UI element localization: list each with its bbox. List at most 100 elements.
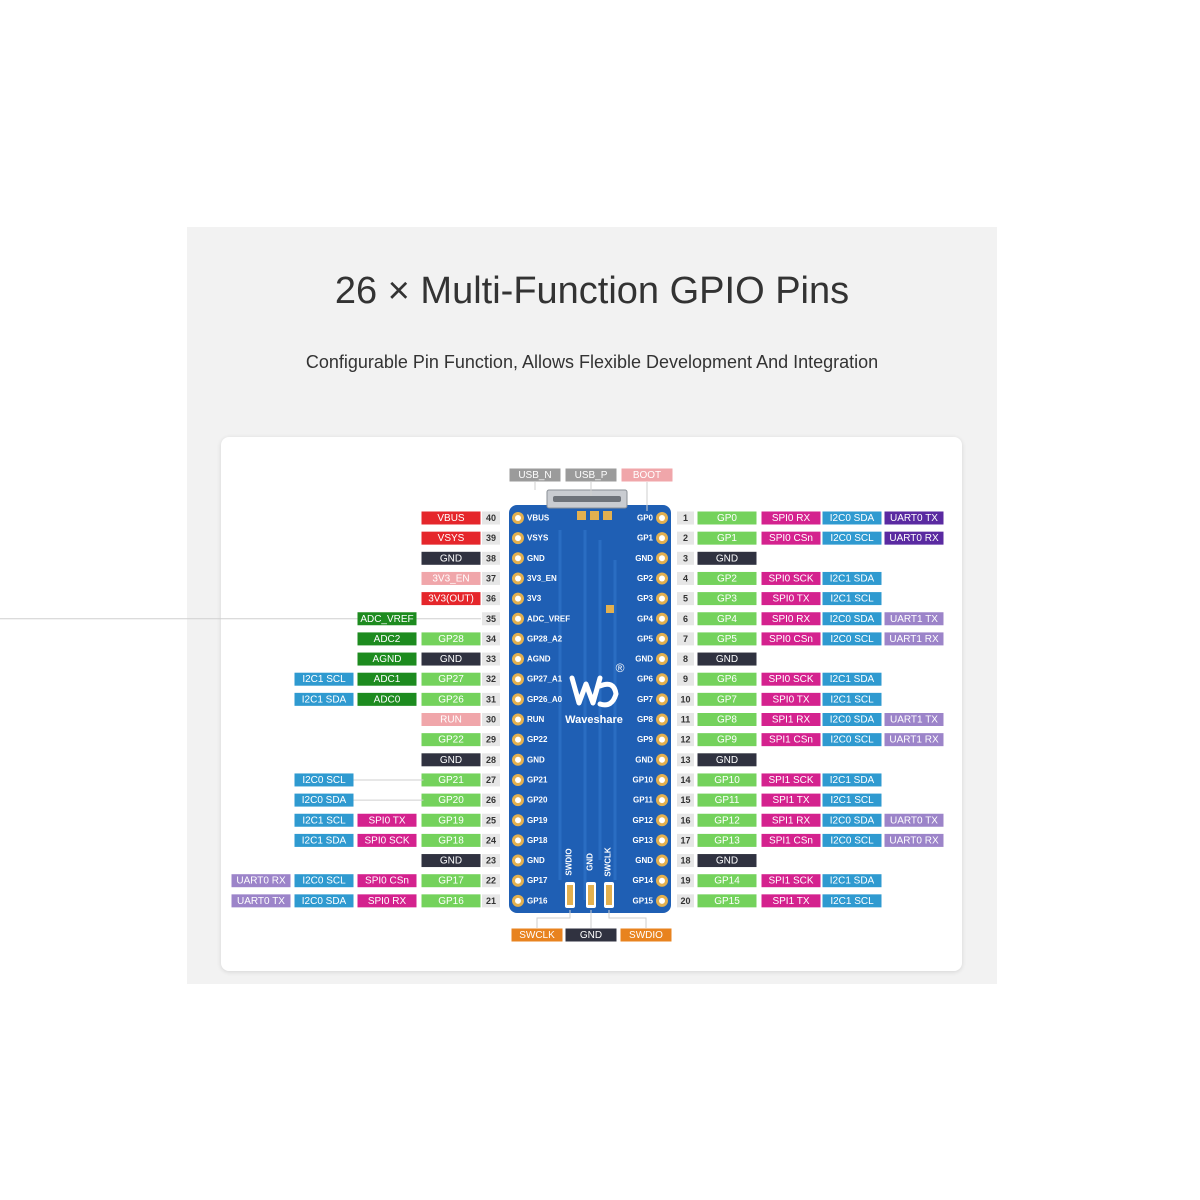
right-label-11-3-box: [884, 713, 944, 726]
top-test-pad-1: [590, 511, 599, 520]
top-label-0-text: USB_N: [518, 470, 551, 481]
left-pad-hole-29: [515, 736, 521, 743]
right-pad-hole-17: [659, 837, 665, 844]
left-label-22-2-text: I2C0 SCL: [302, 876, 346, 887]
left-label-39-0-text: VSYS: [438, 533, 465, 544]
right-pin-number-4: 4: [683, 573, 688, 583]
right-pin-number-box-8: [677, 652, 694, 666]
left-pin-number-26: 26: [486, 795, 496, 805]
left-label-34-1-box: [357, 632, 417, 646]
chip-pad: [606, 605, 614, 613]
left-pad-hole-23: [515, 857, 521, 864]
right-pin-number-box-9: [677, 672, 694, 686]
left-label-25-2-text: I2C1 SCL: [302, 815, 346, 826]
right-pin-number-2: 2: [683, 533, 688, 543]
right-label-4-2-box: [822, 571, 882, 585]
left-pad-hole-34: [515, 635, 521, 642]
right-label-1-3-box: [884, 511, 944, 525]
left-pin-number-34: 34: [486, 634, 496, 644]
left-pin-number-38: 38: [486, 553, 496, 563]
left-silk-25: GP19: [527, 816, 548, 825]
right-silk-6: GP4: [637, 614, 654, 623]
left-label-35-0-box: [357, 612, 417, 626]
right-pad-hole-3: [659, 555, 665, 562]
right-label-2-2-text: I2C0 SCL: [830, 533, 874, 544]
right-label-7-2-text: I2C0 SCL: [830, 634, 874, 645]
right-pin-number-box-16: [677, 813, 694, 827]
left-silk-22: GP17: [527, 876, 548, 885]
left-label-37-0-text: 3V3_EN: [432, 573, 469, 584]
right-label-1-0-text: GP0: [717, 513, 737, 524]
right-pin-number-17: 17: [680, 835, 690, 845]
right-label-9-2-text: I2C1 SDA: [830, 674, 875, 685]
right-pin-number-box-17: [677, 833, 694, 847]
right-pin-number-10: 10: [680, 694, 690, 704]
right-silk-5: GP3: [637, 594, 654, 603]
left-pad-hole-40: [515, 515, 521, 521]
right-label-17-3-text: UART0 RX: [889, 835, 939, 846]
left-silk-27: GP21: [527, 775, 548, 784]
left-label-28-0-box: [421, 753, 481, 767]
left-pad-hole-21: [515, 897, 521, 904]
left-label-21-2-text: I2C0 SDA: [302, 896, 347, 907]
right-label-15-0-box: [697, 793, 757, 807]
right-label-11-0-box: [697, 713, 757, 726]
left-pad-hole-35: [515, 615, 521, 622]
right-pin-number-5: 5: [683, 594, 688, 604]
right-pad-hole-9: [659, 676, 665, 683]
right-label-9-2-box: [822, 672, 882, 686]
right-pad-hole-16: [659, 817, 665, 824]
bottom-label-0-box: [511, 928, 563, 942]
bottom-label-0-text: SWCLK: [519, 930, 555, 941]
pcb-board: [509, 505, 671, 913]
left-label-26-1-text: I2C0 SDA: [302, 795, 347, 806]
right-pin-number-19: 19: [680, 876, 690, 886]
right-silk-1: GP0: [637, 514, 654, 523]
top-label-2-text: BOOT: [633, 470, 661, 481]
right-label-6-1-text: SPI0 RX: [772, 614, 811, 625]
left-label-21-3-text: UART0 TX: [237, 896, 285, 907]
left-pad-hole-30: [515, 716, 521, 723]
left-label-24-1-box: [357, 833, 417, 847]
right-pad-hole-10: [659, 696, 665, 703]
left-label-32-2-box: [294, 672, 354, 686]
brand-name: Waveshare: [565, 714, 623, 726]
right-label-6-0-text: GP4: [717, 614, 737, 625]
right-pin-number-box-15: [677, 793, 694, 807]
left-label-23-0-text: GND: [440, 856, 462, 867]
right-pad-hole-12: [659, 736, 665, 743]
right-label-20-0-text: GP15: [714, 896, 740, 907]
top-leaders: [534, 482, 648, 511]
right-pin-number-18: 18: [680, 856, 690, 866]
right-label-20-2-text: I2C1 SCL: [830, 896, 874, 907]
left-label-24-1-text: SPI0 SCK: [364, 835, 409, 846]
left-pin-number-box-25: [482, 813, 500, 827]
left-label-21-0-text: GP16: [438, 896, 464, 907]
bottom-leaders: [536, 910, 647, 928]
right-label-16-2-text: I2C0 SDA: [830, 815, 875, 826]
right-label-14-0-text: GP10: [714, 775, 740, 786]
right-label-10-2-text: I2C1 SCL: [830, 694, 874, 705]
right-label-7-1-text: SPI0 CSn: [769, 634, 813, 645]
left-label-38-0-box: [421, 551, 481, 565]
left-pin-number-36: 36: [486, 594, 496, 604]
left-pad-hole-24: [515, 837, 521, 844]
left-label-22-3-text: UART0 RX: [236, 876, 286, 887]
left-pin-number-24: 24: [486, 835, 496, 845]
left-label-21-1-box: [357, 894, 417, 908]
bottom-label-2-text: SWDIO: [629, 930, 663, 941]
left-pin-number-22: 22: [486, 876, 496, 886]
right-pin-number-box-10: [677, 692, 694, 706]
right-pin-number-13: 13: [680, 755, 690, 765]
left-label-22-1-box: [357, 874, 417, 888]
left-pin-number-box-30: [482, 713, 500, 726]
left-pin-number-35: 35: [486, 614, 496, 624]
left-pin-number-40: 40: [486, 513, 496, 523]
left-silk-35: ADC_VREF: [527, 614, 570, 623]
left-label-26-1-box: [294, 793, 354, 807]
left-pin-number-box-28: [482, 753, 500, 767]
left-silk-33: AGND: [527, 655, 551, 664]
right-pin-number-16: 16: [680, 815, 690, 825]
right-label-19-1-text: SPI1 SCK: [768, 876, 813, 887]
right-silk-3: GND: [635, 554, 653, 563]
